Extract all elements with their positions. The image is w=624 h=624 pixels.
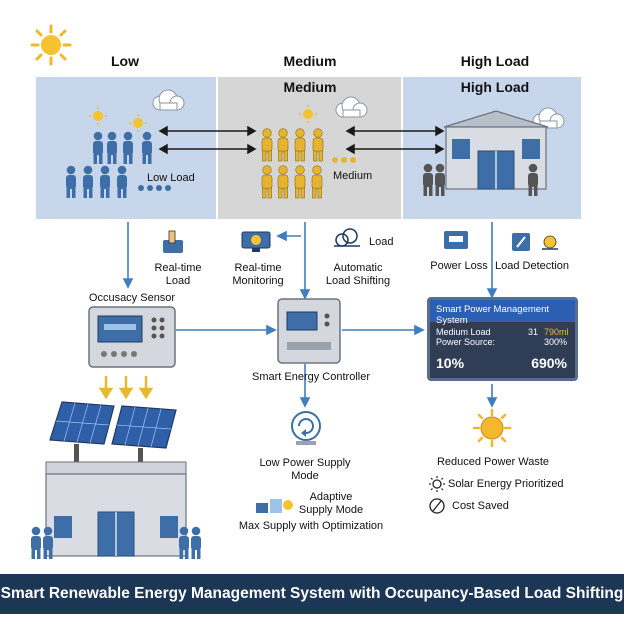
reduced-power-waste-label: Reduced Power Waste xyxy=(436,456,550,468)
flow-arrows xyxy=(98,222,498,408)
hand-touch-icon xyxy=(163,230,183,253)
monitor-row2-label: Power Source: xyxy=(436,337,496,347)
footer-title: Smart Renewable Energy Management System… xyxy=(0,574,624,614)
low-power-supply-mode-label: Low Power Supply Mode xyxy=(259,457,351,482)
panel-high-title: High Load xyxy=(460,79,530,95)
monitor-row1-value: 31 xyxy=(528,327,539,337)
smart-energy-controller-label: Smart Energy Controller xyxy=(252,371,370,383)
occupancy-sensor-device xyxy=(88,306,176,368)
smart-power-monitor: Smart Power Management System Medium Loa… xyxy=(427,297,578,381)
load-label: Load xyxy=(369,236,394,248)
load-detection-label: Load Detection xyxy=(495,260,569,272)
header-low: Low xyxy=(111,53,139,69)
sun-icon xyxy=(30,24,72,66)
header-medium: Medium xyxy=(283,53,337,69)
solar-energy-prioritized-label: Solar Energy Prioritized xyxy=(448,478,564,490)
solar-building-illustration xyxy=(31,401,201,559)
power-loss-label: Power Loss xyxy=(430,260,488,272)
reduced-waste-sun-icon xyxy=(472,408,512,448)
cloud-load-icon xyxy=(334,228,360,247)
cycle-icon xyxy=(291,411,321,445)
monitoring-screen-icon xyxy=(241,231,271,252)
automatic-load-shifting-label: Automatic Load Shifting xyxy=(325,262,391,287)
cost-saved-label: Cost Saved xyxy=(452,500,509,512)
monitor-row1-label: Medium Load xyxy=(436,327,491,337)
realtime-monitoring-label: Real-time Monitoring xyxy=(232,262,284,287)
monitor-row1-value2: 790ml xyxy=(544,327,569,337)
adaptive-supply-mode-label: Adaptive Supply Mode xyxy=(298,491,364,516)
solar-outline-icon xyxy=(429,476,445,492)
monitor-title: Smart Power Management System xyxy=(430,300,575,326)
smart-energy-controller-device[interactable] xyxy=(277,298,341,364)
power-loss-icon xyxy=(444,231,468,249)
monitor-big-right: 690% xyxy=(531,355,567,371)
occupancy-panels-illustration xyxy=(66,89,565,199)
header-high: High Load xyxy=(460,53,530,69)
adaptive-supply-icon xyxy=(256,499,293,513)
max-supply-label: Max Supply with Optimization xyxy=(238,520,384,532)
realtime-load-label: Real-time Load xyxy=(154,262,202,287)
occupancy-sensor-label: Occusacy Sensor xyxy=(88,292,176,304)
low-load-caption: Low Load xyxy=(147,172,195,184)
medium-caption: Medium xyxy=(333,170,373,182)
panel-medium-title: Medium xyxy=(283,79,337,95)
load-detection-icon xyxy=(512,233,558,251)
cost-saved-icon xyxy=(429,498,445,514)
monitor-big-left: 10% xyxy=(436,355,465,371)
monitor-row2-value: 300% xyxy=(544,337,568,347)
